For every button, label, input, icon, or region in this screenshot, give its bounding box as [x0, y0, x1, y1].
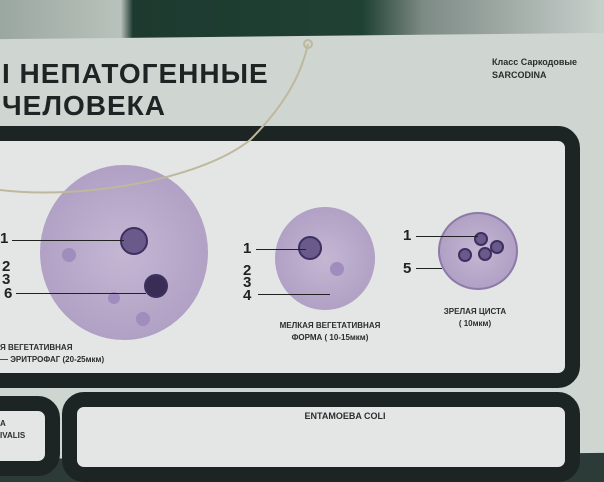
poster-title-line2: ЧЕЛОВЕКА — [2, 90, 166, 121]
large-label-6: 6 — [4, 285, 13, 302]
small-caption: МЕЛКАЯ ВЕГЕТАТИВНАЯ ФОРМА ( 10-15мкм) — [270, 320, 390, 344]
large-caption-line2: — ЭРИТРОФАГ (20-25мкм) — [0, 355, 105, 364]
class-lat: SARCODINA — [492, 70, 547, 80]
small-label-2: 2 — [243, 262, 252, 279]
small-caption-line1: МЕЛКАЯ ВЕГЕТАТИВНАЯ — [279, 321, 381, 330]
large-erythrocyte — [144, 274, 168, 298]
class-label: Класс Саркодовые SARCODINA — [492, 56, 577, 82]
pointer-line — [416, 268, 442, 269]
pointer-line — [416, 236, 478, 237]
cyst-nucleus — [478, 247, 492, 261]
class-ru: Класс Саркодовые — [492, 57, 578, 67]
small-label-4: 4 — [243, 287, 252, 304]
bottom-left-label-a: A — [0, 419, 6, 428]
pointer-line — [16, 293, 146, 294]
bottom-left-label-b: IVALIS — [0, 431, 26, 440]
entamoeba-coli-title: ENTAMOEBA COLI — [304, 411, 386, 421]
large-label-3: 3 — [2, 271, 11, 288]
vacuole — [62, 248, 76, 262]
large-label-1: 1 — [0, 230, 9, 247]
small-caption-line2: ФОРМА ( 10-15мкм) — [291, 333, 369, 342]
hanging-string — [0, 39, 313, 194]
small-label-1: 1 — [243, 240, 252, 257]
cyst-caption-line1: ЗРЕЛАЯ ЦИСТА — [443, 307, 507, 316]
bottom-left-label: A IVALIS — [0, 418, 25, 442]
pointer-line — [258, 294, 330, 295]
poster-title-line1: І НЕПАТОГЕННЫЕ — [2, 58, 269, 89]
pointer-line — [256, 249, 306, 250]
pointer-line — [12, 240, 124, 241]
large-nucleus — [120, 227, 148, 255]
cyst-nucleus — [490, 240, 504, 254]
vacuole — [108, 292, 120, 304]
cyst-nucleus — [458, 248, 472, 262]
small-label-3: 3 — [243, 274, 252, 291]
cyst-label-5: 5 — [403, 260, 412, 277]
large-label-2: 2 — [2, 258, 11, 275]
cyst-nucleus — [474, 232, 488, 246]
large-caption-line1: Я ВЕГЕТАТИВНАЯ — [0, 343, 73, 352]
cyst-caption: ЗРЕЛАЯ ЦИСТА ( 10мкм) — [430, 306, 520, 330]
vacuole — [330, 262, 344, 276]
large-caption: Я ВЕГЕТАТИВНАЯ — ЭРИТРОФАГ (20-25мкм) — [0, 342, 104, 366]
cyst-label-1: 1 — [403, 227, 412, 244]
cyst-caption-line2: ( 10мкм) — [458, 319, 492, 328]
small-amoeba-cell — [275, 207, 375, 310]
vacuole — [136, 312, 150, 326]
small-nucleus — [298, 236, 322, 260]
